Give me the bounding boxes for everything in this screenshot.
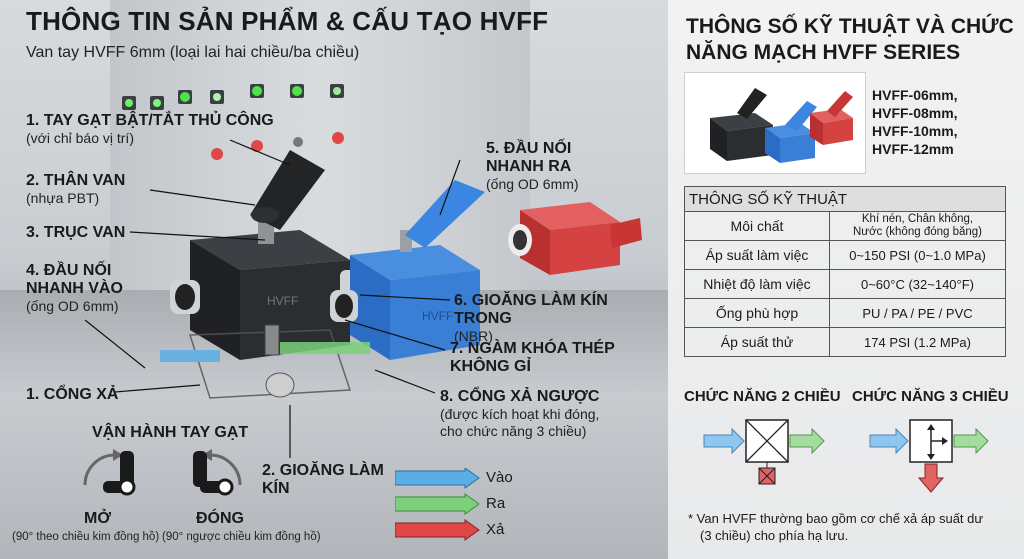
- table-row: Môi chất Khí nén, Chân không,Nước (không…: [684, 211, 1006, 241]
- legend-exhaust: Xả: [486, 521, 505, 538]
- lever-operation-icons: [83, 449, 242, 496]
- product-panel: THÔNG TIN SẢN PHẨM & CẤU TẠO HVFF Van ta…: [0, 0, 668, 559]
- label-inlet-connector: 4. ĐẦU NỐI NHANH VÀO (ống OD 6mm): [26, 262, 123, 314]
- open-label: MỞ: [84, 510, 111, 527]
- two-way-symbol: [703, 419, 825, 485]
- spec-table-header: THÔNG SỐ KỸ THUẬT: [684, 186, 1006, 212]
- body-mark-black: HVFF: [267, 294, 298, 308]
- label-valve-stem: 3. TRỤC VAN: [26, 224, 126, 241]
- model-list: HVFF-06mm, HVFF-08mm, HVFF-10mm, HVFF-12…: [872, 87, 958, 157]
- label-inner-seal: 6. GIOĂNG LÀM KÍN TRONG (NBR): [454, 292, 608, 344]
- spec-table: THÔNG SỐ KỸ THUẬT Môi chất Khí nén, Chân…: [684, 186, 1006, 357]
- cutaway-diagram: [160, 324, 370, 399]
- open-lever-icon: [83, 449, 136, 496]
- close-sub-label: (90° ngược chiều kim đồng hồ): [162, 531, 321, 543]
- open-sub-label: (90° theo chiều kim đồng hồ): [12, 531, 160, 543]
- valve-series-image: [710, 88, 853, 163]
- page-subtitle: Van tay HVFF 6mm (loại lai hai chiều/ba …: [26, 44, 360, 61]
- spec-panel-title: THÔNG SỐ KỸ THUẬT VÀ CHỨC NĂNG MẠCH HVFF…: [686, 15, 1014, 64]
- table-row: Áp suất làm việc 0~150 PSI (0~1.0 MPa): [684, 240, 1006, 270]
- leader-lines: [84, 139, 461, 458]
- circuit-symbols: [703, 419, 989, 493]
- three-way-function-title: CHỨC NĂNG 3 CHIỀU: [852, 388, 1009, 405]
- footnote: * Van HVFF thường bao gồm cơ chế xả áp s…: [688, 511, 984, 543]
- two-way-function-title: CHỨC NĂNG 2 CHIỀU: [684, 388, 841, 405]
- page-title: THÔNG TIN SẢN PHẨM & CẤU TẠO HVFF: [26, 6, 549, 36]
- valve-illustration: HVFF HVFF: [160, 150, 642, 399]
- three-way-symbol: [869, 419, 989, 493]
- red-valve: [508, 202, 642, 275]
- label-outlet-connector: 5. ĐẦU NỐI NHANH RA (ống OD 6mm): [486, 140, 579, 192]
- label-manual-lever: 1. TAY GẠT BẬT/TẮT THỦ CÔNG (với chỉ báo…: [26, 112, 274, 146]
- lever-operation-title: VẬN HÀNH TAY GẠT: [92, 424, 249, 441]
- label-seal: 2. GIOĂNG LÀM KÍN: [262, 462, 384, 497]
- flow-legend-arrows: [395, 468, 480, 541]
- label-valve-body: 2. THÂN VAN (nhựa PBT): [26, 172, 126, 206]
- table-row: Ống phù hợp PU / PA / PE / PVC: [684, 298, 1006, 328]
- legend-in: Vào: [486, 469, 513, 486]
- product-photo: [684, 72, 866, 174]
- label-steel-clip: 7. NGÀM KHÓA THÉP KHÔNG GỈ: [450, 340, 615, 375]
- indicator-lights: [122, 84, 344, 160]
- label-reverse-exhaust: 8. CỔNG XẢ NGƯỢC (được kích hoạt khi đón…: [440, 388, 600, 439]
- legend-out: Ra: [486, 495, 506, 512]
- blue-valve: HVFF: [330, 180, 485, 360]
- table-row: Nhiệt độ làm việc 0~60°C (32~140°F): [684, 269, 1006, 299]
- close-lever-icon: [193, 449, 242, 496]
- label-exhaust-port: 1. CỔNG XẢ: [26, 386, 119, 403]
- body-mark-blue: HVFF: [422, 309, 453, 323]
- close-label: ĐÓNG: [196, 510, 244, 527]
- control-cabinet-background: [110, 0, 530, 290]
- table-row: Áp suất thử 174 PSI (1.2 MPa): [684, 327, 1006, 357]
